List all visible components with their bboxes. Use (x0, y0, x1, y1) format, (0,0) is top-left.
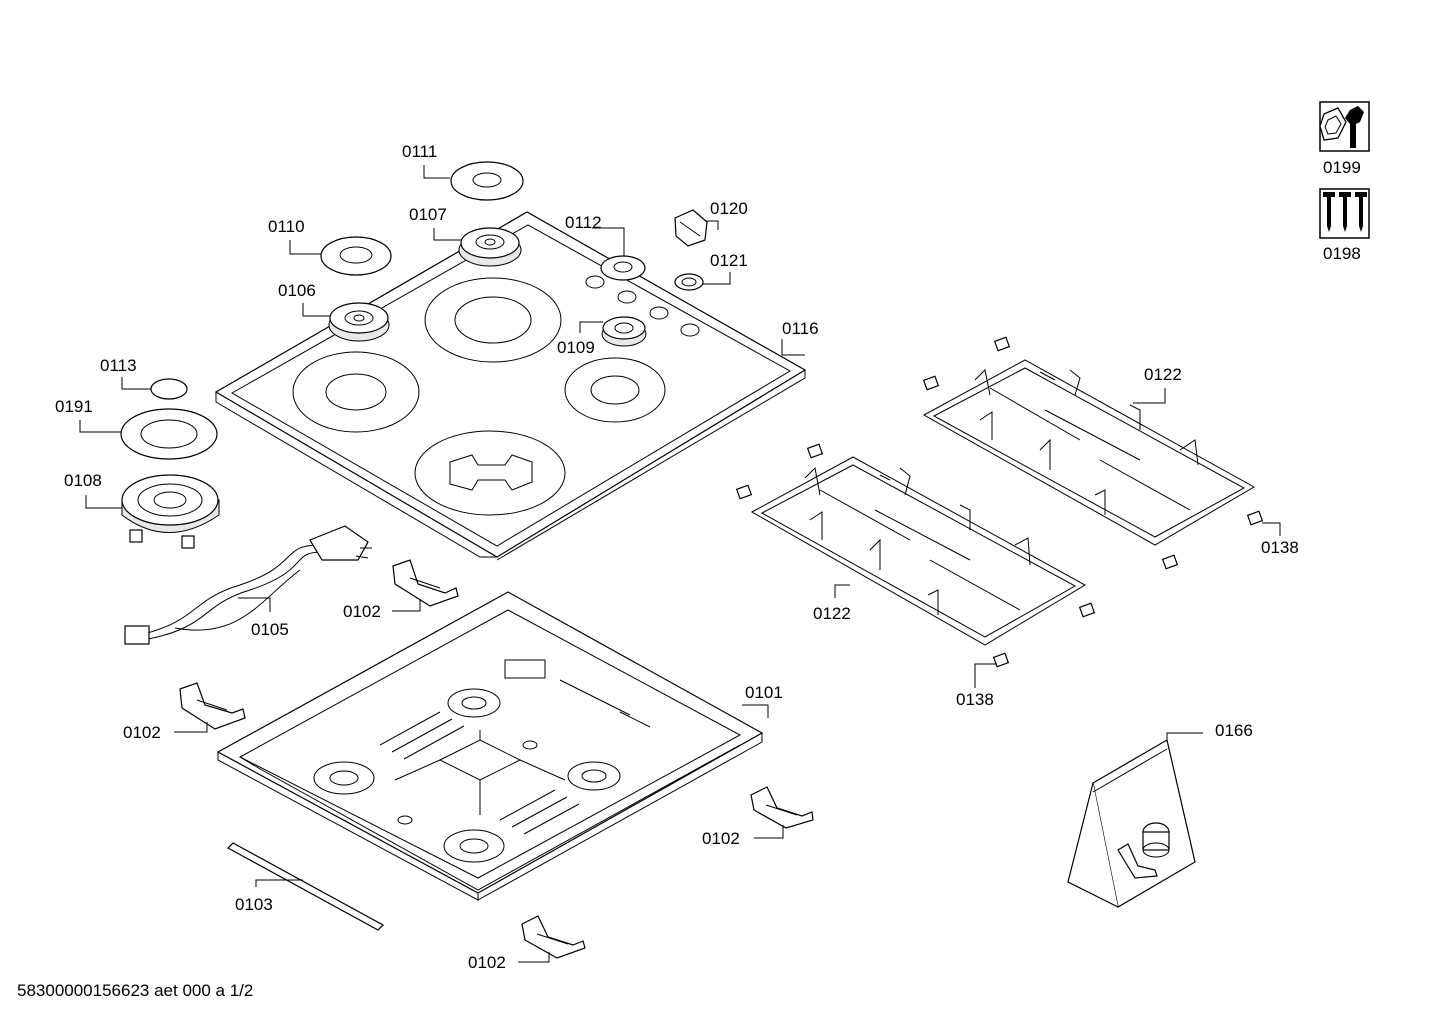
label-0107: 0107 (409, 205, 447, 224)
base-tray-0101 (216, 591, 764, 901)
label-0166: 0166 (1215, 721, 1253, 740)
label-0111: 0111 (402, 142, 437, 161)
label-0121: 0121 (710, 251, 748, 270)
pan-support-0122-left (750, 456, 1087, 646)
rubber-foot-0138-group (735, 336, 1264, 668)
label-0122-right: 0122 (1144, 365, 1182, 384)
accessory-bag-0166 (1067, 739, 1196, 908)
label-0108: 0108 (64, 471, 102, 490)
label-0122-left: 0122 (813, 604, 851, 623)
bracket-0102-c (750, 786, 814, 829)
label-0102-c: 0102 (702, 829, 740, 848)
label-0106: 0106 (278, 281, 316, 300)
bracket-0102-d (521, 915, 586, 959)
part-labels: 0111 0110 0107 0112 0120 0121 0106 0109 … (55, 142, 1361, 972)
sealing-strip-0103 (227, 842, 384, 931)
label-0120: 0120 (710, 199, 748, 218)
burner-0109 (601, 316, 647, 347)
label-0138-right: 0138 (1261, 538, 1299, 557)
cap-0112 (600, 255, 646, 281)
label-0198: 0198 (1323, 244, 1361, 263)
power-cable-0105 (124, 525, 372, 645)
wok-cap-0113 (150, 378, 188, 400)
burner-cap-0111 (450, 161, 524, 201)
leader-lines (79, 165, 1281, 963)
label-0109: 0109 (557, 338, 595, 357)
label-0102-d: 0102 (468, 953, 506, 972)
document-footer-id: 58300000156623 aet 000 a 1/2 (17, 981, 254, 1000)
label-0116: 0116 (782, 319, 819, 338)
hob-top-part (214, 211, 807, 561)
burner-cap-0110 (320, 236, 392, 276)
label-0110: 0110 (268, 217, 305, 236)
burner-0106 (328, 302, 390, 342)
bracket-0102-b (179, 682, 246, 730)
label-0105: 0105 (251, 620, 289, 639)
knob-0120 (674, 209, 708, 247)
label-0112: 0112 (565, 213, 602, 232)
label-0102-a: 0102 (343, 602, 381, 621)
pan-support-0122-right (922, 359, 1256, 546)
wok-ring-0191 (120, 408, 218, 460)
wok-burner-0108 (121, 474, 220, 549)
label-0113: 0113 (100, 356, 137, 375)
label-0103: 0103 (235, 895, 273, 914)
label-0102-b: 0102 (123, 723, 161, 742)
burner-0107 (458, 227, 522, 267)
screws-icon (1319, 188, 1370, 239)
label-0199: 0199 (1323, 158, 1361, 177)
label-0191: 0191 (55, 397, 93, 416)
nut-and-wrench-icon (1319, 101, 1370, 152)
bracket-0102-a (392, 559, 459, 607)
label-0101: 0101 (745, 683, 783, 702)
label-0138-left: 0138 (956, 690, 994, 709)
ring-0121 (674, 273, 704, 291)
